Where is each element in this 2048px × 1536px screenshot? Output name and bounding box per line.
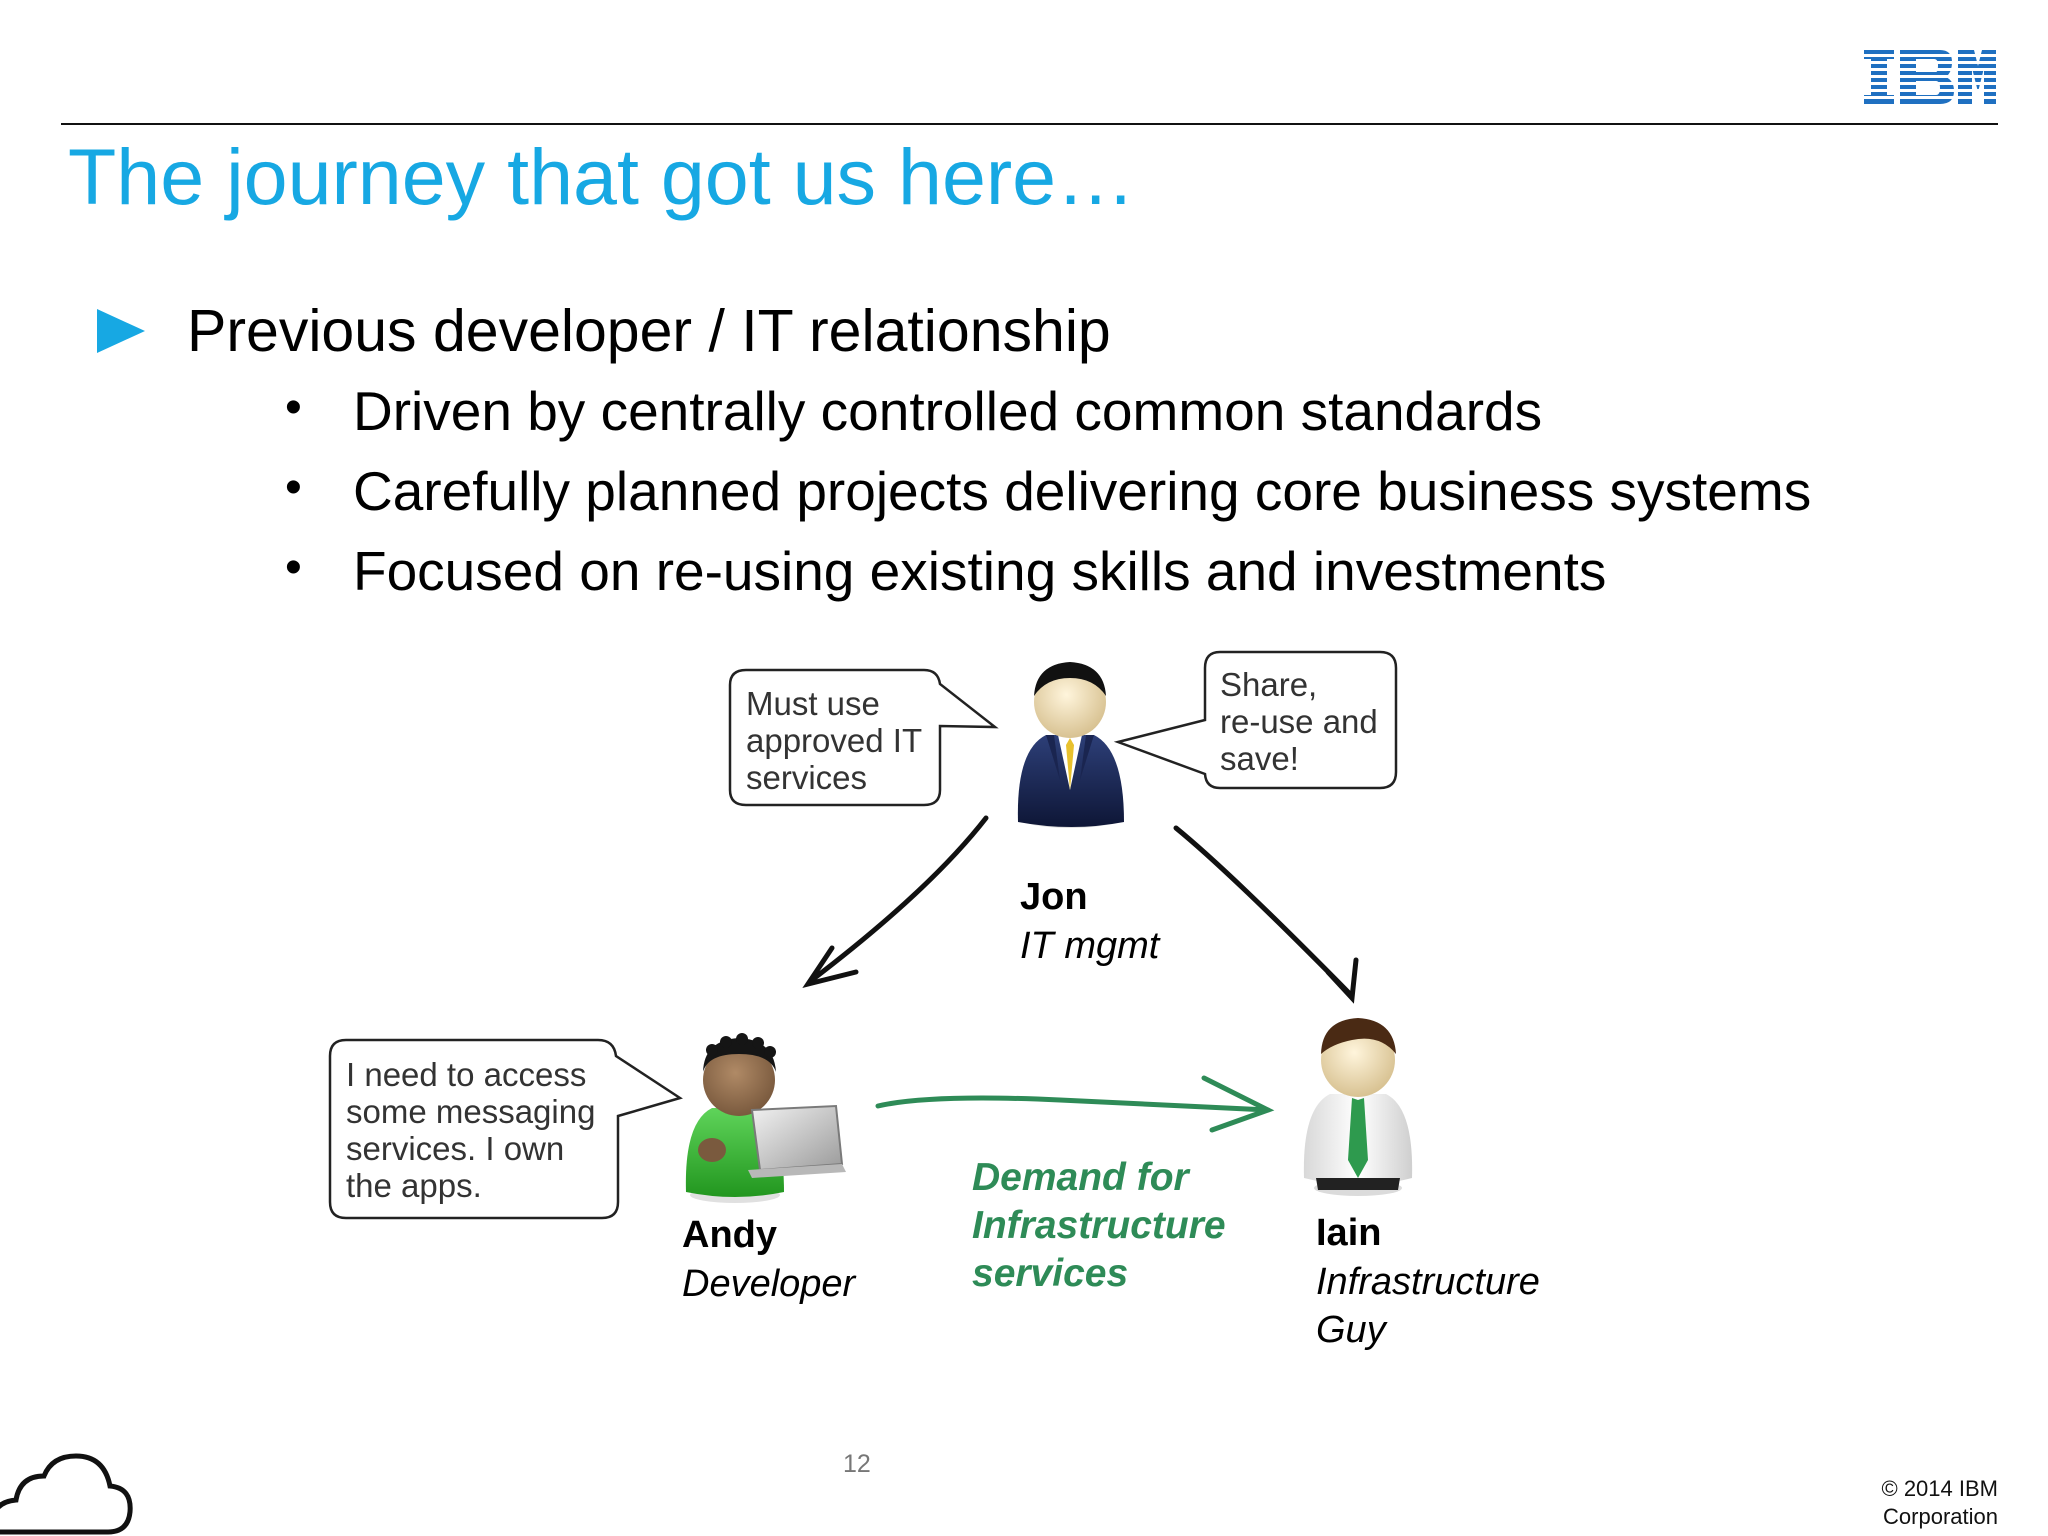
bullet-item: • Carefully planned projects delivering … bbox=[285, 456, 1811, 526]
level1-bullet: Previous developer / IT relationship bbox=[95, 296, 1111, 366]
speech-bubble-jon-right bbox=[1113, 650, 1398, 790]
page-number: 12 bbox=[843, 1450, 871, 1478]
play-arrow-icon bbox=[97, 309, 145, 353]
bullet-dot-icon: • bbox=[285, 380, 302, 434]
bullet-dot-icon: • bbox=[285, 460, 302, 514]
iain-role: Infrastructure Guy bbox=[1316, 1258, 1540, 1354]
bubble-line: approved IT bbox=[746, 722, 923, 759]
bullet-item: • Driven by centrally controlled common … bbox=[285, 376, 1542, 446]
demand-label: Demand for Infrastructure services bbox=[972, 1154, 1272, 1298]
jon-role: IT mgmt bbox=[1020, 925, 1160, 967]
copyright-line: © 2014 IBM bbox=[1881, 1476, 1999, 1501]
bullet-text: Carefully planned projects delivering co… bbox=[353, 460, 1812, 522]
jon-avatar bbox=[1017, 662, 1124, 828]
arrow-andy-to-iain bbox=[875, 1075, 1275, 1133]
iain-name: Iain bbox=[1316, 1212, 1382, 1254]
slide-title: The journey that got us here… bbox=[68, 132, 1136, 221]
bubble-line: save! bbox=[1220, 740, 1299, 777]
bubble-line: re-use and bbox=[1220, 703, 1378, 740]
bubble-text-jon-left: Must use approved IT services bbox=[746, 685, 922, 796]
speech-bubble-jon-left bbox=[728, 668, 999, 807]
andy-name: Andy bbox=[682, 1214, 777, 1256]
bubble-line: Must use bbox=[746, 685, 880, 722]
bullet-text: Driven by centrally controlled common st… bbox=[353, 380, 1543, 442]
copyright-line: Corporation bbox=[1883, 1504, 1998, 1529]
demand-line: Demand for bbox=[972, 1156, 1189, 1199]
copyright: © 2014 IBM Corporation bbox=[1882, 1475, 1999, 1531]
andy-role: Developer bbox=[682, 1263, 856, 1305]
bubble-line: Share, bbox=[1220, 666, 1318, 703]
bubble-text-andy: I need to access some messaging services… bbox=[346, 1056, 595, 1204]
andy-avatar bbox=[685, 1033, 846, 1203]
iain-avatar bbox=[1303, 1018, 1413, 1196]
cloud-icon bbox=[0, 1453, 133, 1535]
arrow-jon-to-iain bbox=[1173, 825, 1359, 1004]
iain-role-line: Guy bbox=[1316, 1309, 1386, 1351]
bullet-item: • Focused on re-using existing skills an… bbox=[285, 536, 1606, 606]
jon-name: Jon bbox=[1020, 876, 1088, 918]
bullet-text: Focused on re-using existing skills and … bbox=[353, 540, 1607, 602]
iain-role-line: Infrastructure bbox=[1316, 1261, 1540, 1303]
bubble-line: I need to access bbox=[346, 1056, 587, 1093]
bubble-line: the apps. bbox=[346, 1167, 482, 1204]
bubble-line: services bbox=[746, 759, 868, 796]
bullet-dot-icon: • bbox=[285, 540, 302, 594]
demand-line: Infrastructure bbox=[972, 1204, 1226, 1247]
speech-bubble-andy bbox=[328, 1038, 683, 1220]
bubble-line: some messaging bbox=[346, 1093, 596, 1130]
ibm-logo bbox=[1864, 50, 1996, 104]
demand-line: services bbox=[972, 1252, 1129, 1295]
arrow-jon-to-andy bbox=[802, 815, 989, 988]
bullet-heading: Previous developer / IT relationship bbox=[187, 298, 1111, 364]
bubble-line: services. I own bbox=[346, 1130, 565, 1167]
bubble-text-jon-right: Share, re-use and save! bbox=[1220, 666, 1378, 777]
header-rule bbox=[61, 123, 1998, 125]
